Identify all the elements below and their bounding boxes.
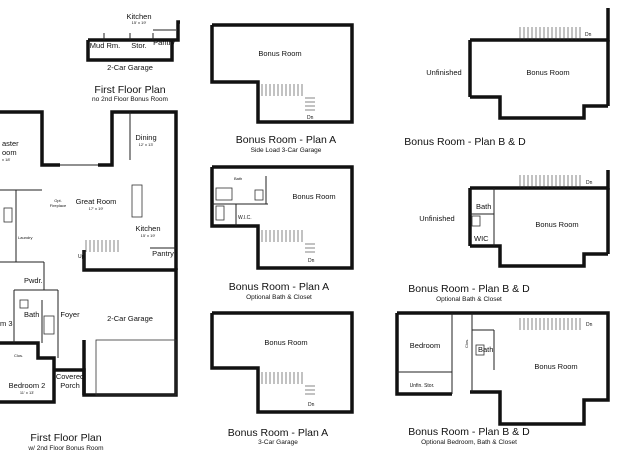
bonus-room-label: Bonus Room xyxy=(258,49,301,58)
down-label: Dn xyxy=(308,258,315,264)
unfinished-label: Unfinished xyxy=(426,68,461,77)
storage-label: Stor. xyxy=(131,41,146,50)
plan-title: Bonus Room - Plan A xyxy=(236,134,336,146)
plan-title: Bonus Room - Plan A xyxy=(229,281,329,293)
master-label: aster xyxy=(2,139,19,148)
dining-label: Dining xyxy=(135,133,156,142)
kitchen-label: Kitchen xyxy=(126,12,151,21)
bonus-room-label: Bonus Room xyxy=(292,192,335,201)
plan-title: First Floor Plan xyxy=(30,432,101,444)
down-label: Dn xyxy=(586,322,593,328)
unfinished-storage-label: Unfin. Stor. xyxy=(410,383,435,389)
bonus-plan-a-opt-bath: Bonus Room Bath W.I.C. Dn Bonus Room - P… xyxy=(210,165,354,301)
bonus-plan-bd: Unfinished Bonus Room Dn Bonus Room - Pl… xyxy=(404,8,610,148)
bedroom-label: Bedroom xyxy=(410,341,440,350)
bonus-plan-a-3car: Bonus Room Dn Bonus Room - Plan A 3-Car … xyxy=(210,311,354,446)
first-floor-stairs xyxy=(85,240,119,252)
opt-fireplace-label: Opt. xyxy=(54,198,62,203)
down-label: Dn xyxy=(585,32,592,38)
plan-subtitle: Side Load 3-Car Garage xyxy=(251,147,322,154)
mud-room-label: Mud Rm. xyxy=(90,41,120,50)
closet-label: Clos. xyxy=(464,339,469,348)
closet-label: Clos. xyxy=(14,353,23,358)
plan-subtitle: Optional Bath & Closet xyxy=(436,296,502,303)
down-label: Dn xyxy=(308,402,315,408)
great-room-dim: 17' x 19' xyxy=(89,206,104,211)
plan-subtitle: w/ 2nd Floor Bonus Room xyxy=(27,445,103,452)
plan-title: Bonus Room - Plan B & D xyxy=(408,283,530,295)
master-label-2: oom xyxy=(2,148,17,157)
kitchen-dim: 15' x 19' xyxy=(141,233,156,238)
down-label: Dn xyxy=(307,115,314,121)
bonus-room-label: Bonus Room xyxy=(534,362,577,371)
foyer-label: Foyer xyxy=(60,310,80,319)
garage-label: 2-Car Garage xyxy=(107,314,153,323)
plan-title: First Floor Plan xyxy=(94,84,165,96)
bedroom-2-label: Bedroom 2 xyxy=(9,381,46,390)
garage-label: 2-Car Garage xyxy=(107,63,153,72)
opt-fireplace-label-2: Fireplace xyxy=(50,203,67,208)
bedroom-3-label: m 3 xyxy=(0,319,13,328)
bonus-plan-bd-opt-bedroom: Bedroom Clos. Bath Bonus Room Unfin. Sto… xyxy=(395,311,610,446)
bath-label: Bath xyxy=(478,345,493,354)
first-floor-no-bonus-plan: Kitchen 15' x 19' Mud Rm. Stor. Pantry 2… xyxy=(86,12,180,103)
bedroom-2-dim: 11' x 13' xyxy=(20,390,35,395)
bonus-room-label: Bonus Room xyxy=(526,68,569,77)
kitchen-dim: 15' x 19' xyxy=(132,20,147,25)
unfinished-label: Unfinished xyxy=(419,214,454,223)
wic-label: WIC xyxy=(474,234,489,243)
wic-label: W.I.C. xyxy=(238,215,252,221)
powder-label: Pwdr. xyxy=(24,276,43,285)
dining-dim: 12' x 13' xyxy=(139,142,154,147)
down-label: Dn xyxy=(586,180,593,186)
plan-title: Bonus Room - Plan B & D xyxy=(404,136,526,148)
plan-title: Bonus Room - Plan A xyxy=(228,427,328,439)
up-label: Up xyxy=(78,254,85,260)
plan-subtitle: no 2nd Floor Bonus Room xyxy=(92,96,168,103)
bonus-plan-bd-opt-bath: Unfinished Bonus Room Bath WIC Dn Bonus … xyxy=(408,170,610,303)
bath-label: Bath xyxy=(24,310,39,319)
bonus-room-label: Bonus Room xyxy=(535,220,578,229)
covered-porch-label: Covered xyxy=(56,372,84,381)
great-room-label: Great Room xyxy=(76,197,117,206)
kitchen-label: Kitchen xyxy=(135,224,160,233)
master-dim: x 18' xyxy=(2,157,11,162)
covered-porch-label-2: Porch xyxy=(60,381,80,390)
bath-label: Bath xyxy=(234,176,242,181)
bath-label: Bath xyxy=(476,202,491,211)
pantry-label: Pantry xyxy=(153,38,175,47)
pantry-label: Pantry xyxy=(152,249,174,258)
bonus-room-label: Bonus Room xyxy=(264,338,307,347)
plan-subtitle: 3-Car Garage xyxy=(258,439,298,446)
plan-subtitle: Optional Bedroom, Bath & Closet xyxy=(421,439,517,446)
plan-title: Bonus Room - Plan B & D xyxy=(408,426,530,438)
bonus-plan-a-side-load: Bonus Room Dn Bonus Room - Plan A Side L… xyxy=(210,23,354,154)
first-floor-with-bonus-plan: aster oom x 18' Dining 12' x 13' Opt. Fi… xyxy=(0,110,178,452)
laundry-label: Laundry xyxy=(18,235,32,240)
plan-subtitle: Optional Bath & Closet xyxy=(246,294,312,301)
